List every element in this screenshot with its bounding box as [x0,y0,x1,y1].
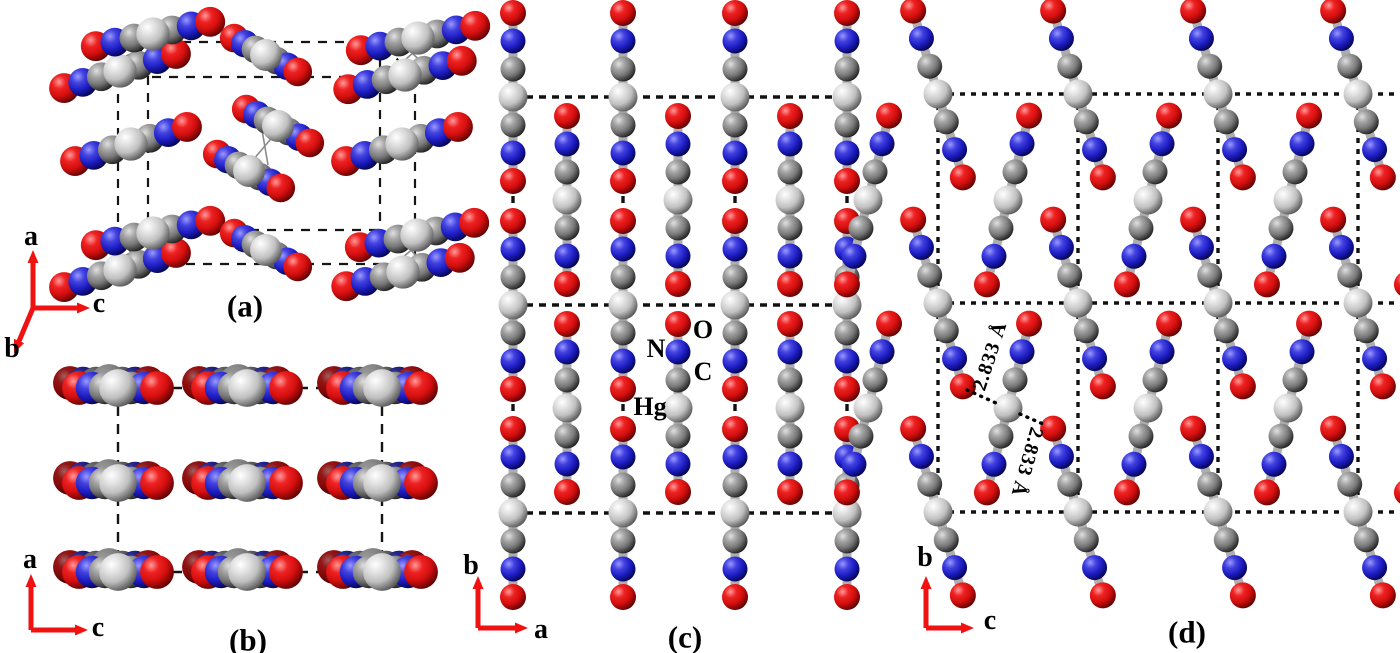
axes-panel-c [472,576,528,634]
panel-c [472,0,862,634]
panel-a [13,6,491,353]
panel-d [833,0,1400,634]
axes-panel-a [13,250,90,353]
axes-panel-b [25,574,88,636]
panel-b [25,364,438,636]
axes-panel-d [920,576,974,634]
